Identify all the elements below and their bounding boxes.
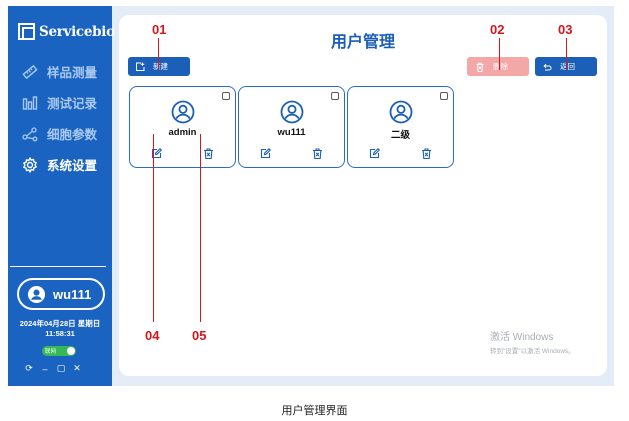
toggle-label: 联网 — [45, 349, 57, 355]
callout-label-02: 02 — [490, 22, 505, 37]
main-panel: 用户管理 新建 删除 返回 admin wu111 二级 激活 Windows … — [119, 15, 607, 376]
network-toggle[interactable]: 联网 — [42, 346, 76, 356]
network-toggle-row: 联网 — [42, 346, 76, 356]
gear-icon — [21, 156, 39, 174]
bar-chart-icon — [21, 94, 39, 112]
callout-line-02 — [499, 38, 500, 70]
new-user-button[interactable]: 新建 — [128, 57, 190, 76]
new-user-button-label: 新建 — [153, 62, 168, 71]
user-name: 二级 — [390, 130, 410, 141]
user-avatar-icon — [280, 100, 304, 124]
delete-user-button[interactable]: 删除 — [467, 57, 529, 76]
callout-label-05: 05 — [192, 328, 207, 343]
callout-line-05 — [200, 134, 201, 322]
callout-label-04: 04 — [145, 328, 160, 343]
callout-line-03 — [566, 38, 567, 70]
user-avatar-icon — [171, 100, 195, 124]
watermark-line1: 激活 Windows — [490, 332, 554, 343]
datetime-display: 2024年04月28日 星期日 11:58:31 — [8, 319, 112, 339]
time-text: 11:58:31 — [45, 329, 75, 338]
user-name: wu111 — [277, 127, 306, 138]
user-avatar-icon — [389, 100, 413, 124]
edit-icon[interactable] — [260, 148, 271, 159]
callout-label-03: 03 — [558, 22, 573, 37]
current-user-name: wu111 — [53, 286, 92, 302]
trash-icon — [476, 62, 484, 72]
user-card-admin[interactable]: admin — [129, 86, 236, 168]
edit-icon[interactable] — [151, 148, 162, 159]
user-card-wu111[interactable]: wu111 — [238, 86, 345, 168]
trash-icon[interactable] — [421, 148, 432, 159]
trash-icon[interactable] — [203, 148, 214, 159]
select-checkbox[interactable] — [222, 92, 230, 100]
add-note-icon — [136, 62, 145, 71]
trash-icon[interactable] — [312, 148, 323, 159]
user-circle-icon — [27, 285, 46, 304]
back-button-label: 返回 — [560, 62, 575, 71]
user-name: admin — [168, 127, 197, 138]
windows-activation-watermark: 激活 Windows 转到"设置"以激活 Windows。 — [490, 328, 575, 355]
sidebar-item-label: 系统设置 — [47, 159, 98, 173]
return-arrow-icon — [543, 63, 552, 70]
logo-text: Servicebio — [39, 23, 115, 40]
ruler-icon — [21, 63, 39, 81]
sidebar-item-label: 测试记录 — [47, 97, 98, 111]
callout-label-01: 01 — [152, 22, 167, 37]
delete-user-button-label: 删除 — [493, 62, 508, 71]
logo: Servicebio — [18, 23, 115, 40]
minimize-icon[interactable]: – — [42, 363, 48, 374]
window-controls: ⟳ – ▢ ✕ — [24, 363, 82, 374]
figure-caption: 用户管理界面 — [281, 405, 348, 417]
toggle-knob — [67, 347, 75, 355]
callout-line-04 — [153, 134, 154, 322]
page-title: 用户管理 — [330, 34, 395, 51]
edit-icon[interactable] — [369, 148, 380, 159]
maximize-icon[interactable]: ▢ — [56, 363, 66, 373]
current-user-badge[interactable]: wu111 — [17, 278, 105, 310]
user-card-level2[interactable]: 二级 — [347, 86, 454, 168]
sidebar-item-label: 细胞参数 — [47, 128, 98, 142]
sidebar: Servicebio 样品测量 测试记录 细胞参数 系统设置 — [8, 6, 115, 386]
refresh-icon[interactable]: ⟳ — [25, 363, 33, 373]
select-checkbox[interactable] — [440, 92, 448, 100]
sidebar-item-system-settings[interactable]: 系统设置 — [21, 155, 97, 174]
sidebar-divider — [10, 266, 106, 267]
date-text: 2024年04月28日 星期日 — [19, 319, 101, 328]
sidebar-item-test-records[interactable]: 测试记录 — [21, 93, 97, 112]
select-checkbox[interactable] — [331, 92, 339, 100]
sidebar-item-label: 样品测量 — [47, 66, 98, 80]
share-nodes-icon — [21, 125, 39, 143]
watermark-line2: 转到"设置"以激活 Windows。 — [490, 348, 575, 355]
close-icon[interactable]: ✕ — [73, 363, 81, 373]
sidebar-item-sample-measure[interactable]: 样品测量 — [21, 62, 97, 81]
logo-icon — [18, 23, 35, 40]
callout-line-01 — [158, 38, 159, 70]
sidebar-item-cell-params[interactable]: 细胞参数 — [21, 124, 97, 143]
